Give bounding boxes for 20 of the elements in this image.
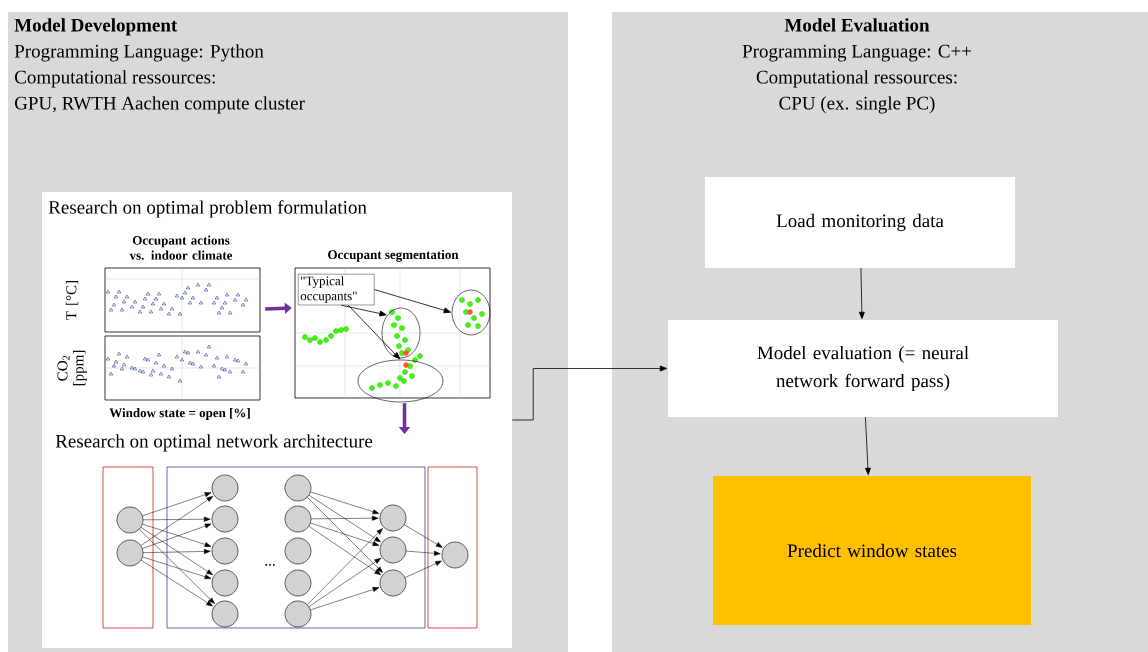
cluster-ellipse xyxy=(357,359,444,403)
cluster-ellipse xyxy=(381,307,421,359)
output-box: Predict window states xyxy=(713,476,1031,625)
process-box: Model evaluation (= neural network forward pass) xyxy=(668,320,1058,417)
arrow xyxy=(347,304,401,360)
node-label: Occupant segmentation xyxy=(328,249,459,262)
scatter-plot: Occupant actions vs. indoor climate xyxy=(104,235,261,401)
process-box: Load monitoring data xyxy=(705,177,1015,268)
axis-label: T [°C] xyxy=(65,281,79,320)
callout-box: "Typical occupants" xyxy=(298,274,375,306)
arrow xyxy=(374,289,451,314)
arrow xyxy=(865,416,871,476)
axis-label: Window state = open [%] xyxy=(109,408,250,420)
heading: Research on optimal network architecture xyxy=(55,434,373,452)
arrow xyxy=(858,267,865,320)
arrow xyxy=(340,304,387,317)
arrow xyxy=(511,365,668,421)
axis-label: CO$_{2}$ [ppm] xyxy=(57,350,87,386)
cluster-ellipse xyxy=(451,289,491,336)
ellipsis: ... xyxy=(265,564,275,566)
